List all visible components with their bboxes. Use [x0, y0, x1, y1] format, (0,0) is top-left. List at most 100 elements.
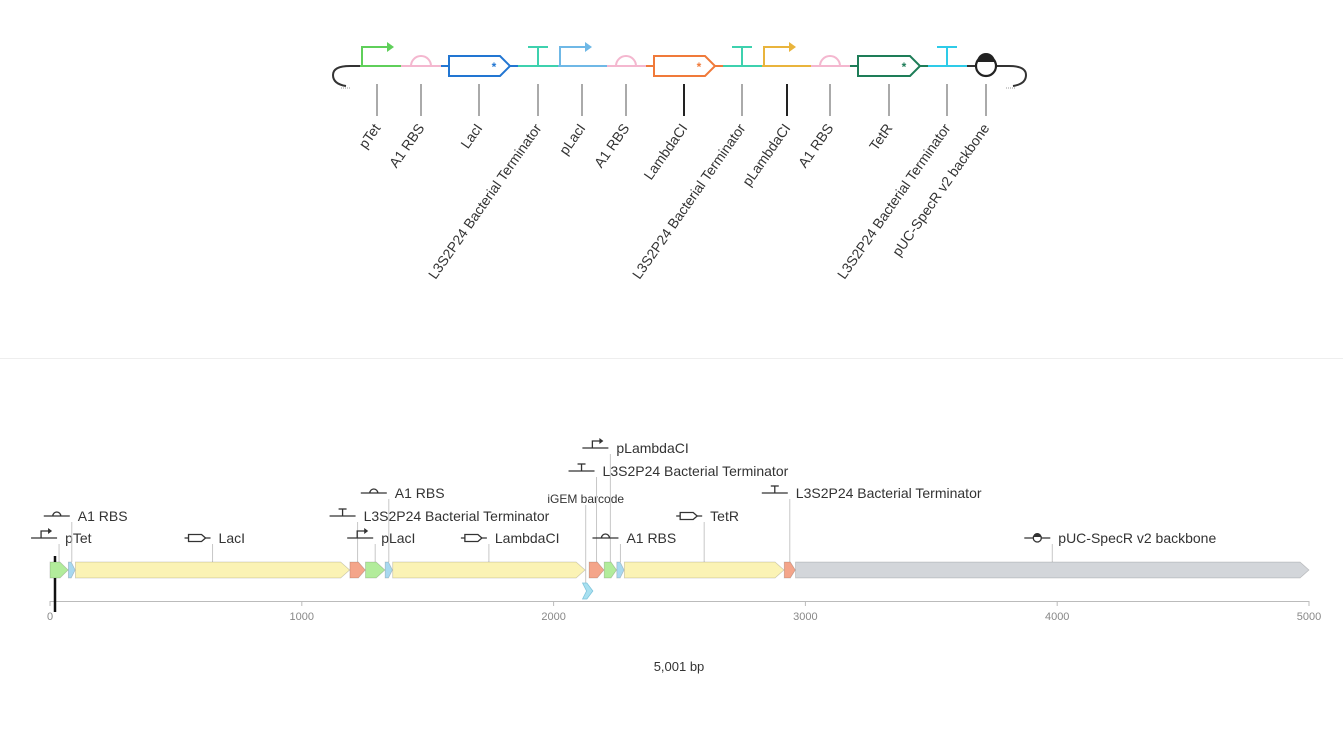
feature-arrow[interactable] [623, 561, 785, 579]
feature-label-text: LacI [219, 530, 245, 546]
feature-label-l3s2p24-bacterial-terminator[interactable]: L3S2P24 Bacterial Terminator [568, 463, 789, 562]
design-part-laci[interactable]: * LacI [441, 55, 518, 152]
feature-label-tetr[interactable]: TetR [676, 508, 739, 562]
design-part-l3s2p24-bacterial-terminator[interactable]: L3S2P24 Bacterial Terminator [425, 46, 558, 282]
feature-arrow[interactable] [384, 561, 393, 579]
sequence-length: 5,001 bp [654, 659, 705, 674]
feature-label-a1-rbs[interactable]: A1 RBS [43, 508, 128, 562]
feature-label-text: TetR [710, 508, 739, 524]
feature-a1-rbs[interactable] [384, 561, 393, 579]
feature-label-text: L3S2P24 Bacterial Terminator [603, 463, 789, 479]
feature-arrow[interactable] [783, 561, 796, 579]
design-part-label: LacI [457, 121, 485, 152]
promoter-icon [582, 438, 609, 449]
feature-label-text: pUC-SpecR v2 backbone [1058, 530, 1216, 546]
feature-label-text: L3S2P24 Bacterial Terminator [364, 508, 550, 524]
design-part-label: L3S2P24 Bacterial Terminator [629, 120, 749, 282]
design-part-plambdaci[interactable]: pLambdaCI [739, 42, 811, 189]
feature-label-a1-rbs[interactable]: A1 RBS [360, 485, 445, 562]
axis-tick-label: 0 [47, 611, 53, 623]
feature-arrow[interactable] [392, 561, 586, 579]
rbs-icon [819, 55, 841, 67]
feature-arrow[interactable] [616, 561, 625, 579]
feature-a1-rbs[interactable] [67, 561, 76, 579]
promoter-icon [763, 42, 796, 66]
feature-l3s2p24-bacterial-terminator[interactable] [783, 561, 796, 579]
design-part-label: L3S2P24 Bacterial Terminator [425, 120, 545, 282]
feature-label-ptet[interactable]: pTet [31, 528, 92, 562]
promoter-icon [347, 528, 374, 539]
feature-placi[interactable] [365, 561, 386, 579]
design-part-a1-rbs[interactable]: A1 RBS [591, 55, 646, 171]
feature-arrow[interactable] [67, 561, 76, 579]
feature-lambdaci[interactable] [392, 561, 586, 579]
design-part-ptet[interactable]: pTet [355, 42, 401, 151]
axis-tick-label: 1000 [290, 611, 314, 623]
design-part-placi[interactable]: pLacI [556, 42, 607, 158]
feature-label-plambdaci[interactable]: pLambdaCI [582, 438, 689, 562]
feature-label-igem-barcode[interactable]: iGEM barcode [547, 492, 624, 583]
feature-label-text: L3S2P24 Bacterial Terminator [796, 485, 982, 501]
feature-label-placi[interactable]: pLacI [347, 528, 415, 562]
terminator-icon [528, 46, 548, 66]
design-part-puc-specr-v2-backbone[interactable]: pUC-SpecR v2 backbone [889, 53, 1009, 259]
feature-label-text: A1 RBS [78, 508, 128, 524]
design-part-tetr[interactable]: * TetR [850, 55, 928, 154]
feature-l3s2p24-bacterial-terminator[interactable] [349, 561, 366, 579]
feature-label-l3s2p24-bacterial-terminator[interactable]: L3S2P24 Bacterial Terminator [329, 508, 550, 562]
feature-igem-barcode[interactable] [581, 582, 594, 600]
feature-arrow[interactable] [588, 561, 605, 579]
feature-label-laci[interactable]: LacI [184, 530, 245, 562]
feature-ptet[interactable] [49, 561, 69, 579]
feature-puc-specr-v2-backbone[interactable] [795, 561, 1310, 579]
feature-label-a1-rbs[interactable]: A1 RBS [592, 530, 676, 562]
feature-label-text: pLambdaCI [616, 440, 688, 456]
axis-tick-label: 2000 [541, 611, 565, 623]
design-part-a1-rbs[interactable]: A1 RBS [386, 55, 441, 171]
design-part-label: pTet [355, 120, 383, 151]
axis-tick-label: 3000 [793, 611, 817, 623]
svg-text:*: * [697, 60, 702, 74]
feature-label-text: pTet [65, 530, 92, 546]
feature-a1-rbs[interactable] [616, 561, 625, 579]
promoter-icon [559, 42, 592, 66]
cds-icon [184, 533, 211, 543]
feature-label-text: LambdaCI [495, 530, 560, 546]
terminator-icon [761, 485, 788, 494]
feature-arrow[interactable] [349, 561, 366, 579]
axis-tick-label: 4000 [1045, 611, 1069, 623]
rbs-icon [43, 511, 70, 517]
cds-icon [460, 533, 487, 543]
svg-text:*: * [902, 60, 907, 74]
terminator-icon [937, 46, 957, 66]
design-part-label: LambdaCI [640, 121, 690, 183]
feature-label-puc-specr-v2-backbone[interactable]: pUC-SpecR v2 backbone [1024, 530, 1216, 562]
feature-arrow[interactable] [603, 561, 618, 579]
feature-laci[interactable] [75, 561, 351, 579]
svg-text:*: * [492, 60, 497, 74]
feature-l3s2p24-bacterial-terminator[interactable] [588, 561, 605, 579]
feature-plambdaci[interactable] [603, 561, 618, 579]
promoter-icon [361, 42, 394, 66]
origin-icon [1024, 533, 1051, 543]
rbs-icon [615, 55, 637, 67]
cds-icon: * [653, 55, 717, 77]
origin-of-replication-icon [974, 53, 998, 78]
design-part-a1-rbs[interactable]: A1 RBS [795, 55, 850, 171]
feature-label-l3s2p24-bacterial-terminator[interactable]: L3S2P24 Bacterial Terminator [761, 485, 982, 562]
cds-icon: * [857, 55, 922, 77]
feature-arrow[interactable] [581, 582, 594, 600]
feature-label-lambdaci[interactable]: LambdaCI [460, 530, 560, 562]
feature-label-text: pLacI [381, 530, 415, 546]
design-part-label: TetR [866, 121, 896, 154]
feature-arrow[interactable] [75, 561, 351, 579]
rbs-icon [360, 488, 387, 494]
feature-arrow[interactable] [365, 561, 386, 579]
feature-arrow[interactable] [795, 561, 1310, 579]
feature-tetr[interactable] [623, 561, 785, 579]
feature-arrow[interactable] [49, 561, 69, 579]
promoter-icon [31, 528, 58, 539]
